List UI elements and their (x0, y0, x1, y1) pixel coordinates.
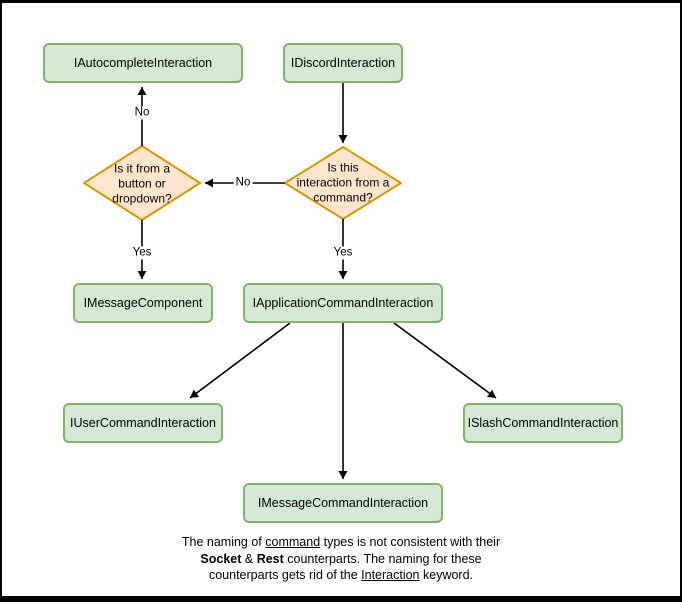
edges-layer (83, 83, 497, 479)
node-label: IDiscordInteraction (290, 56, 396, 70)
node-message-command-interaction: IMessageCommandInteraction (243, 483, 443, 523)
node-label: IMessageComponent (83, 296, 203, 310)
decision-button-dropdown-shape (83, 145, 201, 221)
note-line: counterparts gets rid of the Interaction… (2, 567, 680, 584)
node-autocomplete-interaction: IAutocompleteInteraction (43, 43, 243, 83)
node-label: IAutocompleteInteraction (73, 56, 213, 70)
note-segment: counterparts. The naming for these (283, 551, 482, 566)
edge-label-yes-right: Yes (331, 246, 355, 260)
note-segment: types is not consistent with their (320, 535, 501, 549)
decision-command-shape (284, 146, 402, 220)
node-slash-command-interaction: ISlashCommandInteraction (463, 403, 623, 443)
node-label: IMessageCommandInteraction (257, 496, 429, 510)
decision-button-dropdown-label: Is it from a button or dropdown? (112, 161, 172, 206)
note-segment: The naming of (181, 535, 266, 549)
note-segment: keyword. (419, 568, 474, 582)
note-segment: & (241, 551, 257, 566)
edge-label-yes-left: Yes (130, 246, 154, 260)
decision-command-label: Is this interaction from a command? (296, 160, 390, 205)
edge-label-no-up: No (132, 106, 152, 120)
node-discord-interaction: IDiscordInteraction (283, 43, 403, 83)
note-segment: Socket (200, 551, 242, 566)
node-message-component: IMessageComponent (73, 283, 213, 323)
node-label: ISlashCommandInteraction (467, 416, 619, 430)
node-label: IUserCommandInteraction (70, 416, 216, 430)
edge-application-to-user-command (189, 322, 291, 399)
edge-application-to-slash-command (393, 322, 497, 399)
note-segment: Interaction (361, 568, 420, 582)
diagram-stage: IAutocompleteInteraction IDiscordInterac… (2, 3, 680, 596)
edge-label-no-horizontal: No (233, 176, 253, 190)
note-segment: counterparts gets rid of the (208, 568, 362, 582)
naming-note: The naming of command types is not consi… (2, 534, 680, 584)
node-application-command-interaction: IApplicationCommandInteraction (243, 283, 443, 323)
node-label: IApplicationCommandInteraction (252, 296, 434, 310)
note-line: The naming of command types is not consi… (2, 534, 680, 551)
note-segment: Rest (256, 551, 284, 566)
note-segment: command (265, 535, 321, 549)
note-line: Socket & Rest counterparts. The naming f… (2, 551, 680, 568)
node-user-command-interaction: IUserCommandInteraction (63, 403, 223, 443)
